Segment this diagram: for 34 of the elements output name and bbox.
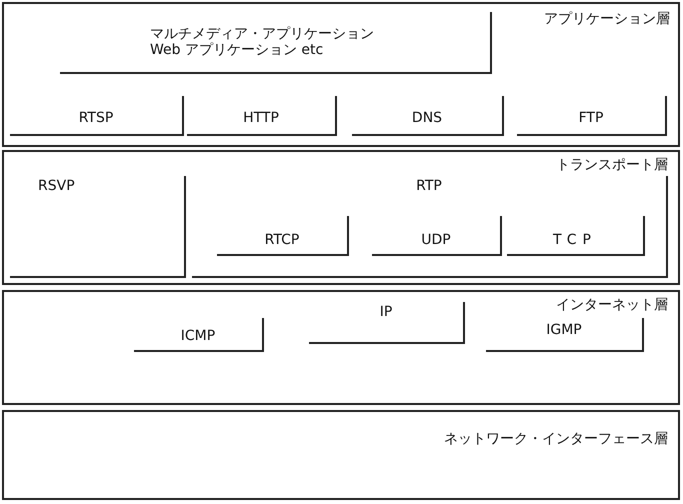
layer-title: ネットワーク・インターフェース層 bbox=[444, 430, 668, 448]
protocol-box bbox=[309, 302, 465, 344]
protocol-name: RTCP bbox=[264, 232, 300, 248]
protocol-box bbox=[352, 96, 504, 136]
protocol-name: IGMP bbox=[546, 322, 582, 338]
protocol-box bbox=[517, 96, 667, 136]
application-box bbox=[60, 12, 492, 74]
protocol-name: FTP bbox=[578, 110, 604, 126]
protocol-box bbox=[134, 318, 264, 352]
layer-panel bbox=[2, 150, 680, 285]
protocol-box bbox=[10, 176, 186, 278]
protocol-name: IP bbox=[380, 304, 392, 320]
protocol-name: DNS bbox=[412, 110, 442, 126]
layer-panel bbox=[2, 290, 680, 405]
layer-panel bbox=[2, 410, 680, 500]
protocol-name: RTP bbox=[416, 178, 442, 194]
layer-title: インターネット層 bbox=[556, 296, 668, 314]
protocol-box bbox=[192, 176, 668, 278]
protocol-name: UDP bbox=[421, 232, 451, 248]
layer-title: トランスポート層 bbox=[556, 156, 668, 174]
protocol-name: RSVP bbox=[38, 178, 75, 194]
layer-panel bbox=[2, 2, 680, 147]
layer-title: アプリケーション層 bbox=[544, 10, 670, 28]
protocol-box bbox=[10, 96, 184, 136]
protocol-name: RTSP bbox=[78, 110, 114, 126]
protocol-box bbox=[507, 216, 645, 256]
protocol-box bbox=[217, 216, 349, 256]
protocol-name: HTTP bbox=[243, 110, 279, 126]
protocol-box bbox=[187, 96, 337, 136]
protocol-name: TCP bbox=[553, 232, 597, 248]
protocol-box bbox=[486, 318, 644, 352]
protocol-box bbox=[372, 216, 502, 256]
protocol-name: マルチメディア・アプリケーション Web アプリケーション etc bbox=[150, 26, 375, 58]
protocol-name: ICMP bbox=[180, 328, 216, 344]
